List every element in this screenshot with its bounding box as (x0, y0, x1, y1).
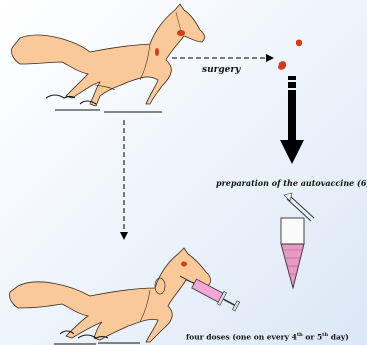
preparation-label: preparation of the autovaccine (6) (216, 178, 367, 188)
tube-icon (281, 218, 304, 288)
excised-tissue-icon (278, 61, 286, 70)
doses-label-suffix: day) (328, 333, 349, 342)
lesion-icon (177, 30, 185, 36)
top-horse-icon (11, 4, 204, 106)
lesion-icon (181, 262, 187, 267)
lesion-icon (155, 48, 159, 56)
dashed-arrow-right (172, 54, 274, 62)
doses-label: four doses (one on every 4th or 5th day) (186, 332, 349, 342)
dropper-icon (284, 193, 314, 221)
doses-label-prefix: four doses (one on every 4 (186, 333, 297, 342)
dashed-arrow-down (120, 120, 128, 240)
surgery-label: surgery (202, 65, 240, 75)
bold-down-arrow (280, 76, 304, 164)
doses-label-mid: or 5 (303, 333, 322, 342)
ground-lines (46, 95, 162, 112)
excised-tissue-icon (296, 40, 302, 47)
bottom-horse-icon (9, 248, 210, 342)
